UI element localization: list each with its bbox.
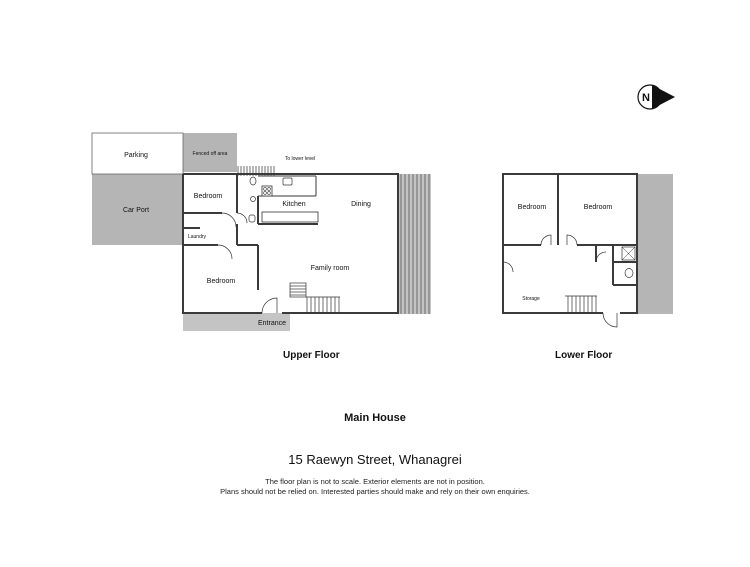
entrance-label: Entrance — [258, 320, 286, 327]
parking-area — [91, 132, 184, 175]
fenced-area-label: Fenced off area — [193, 151, 228, 157]
fenced-off-area — [183, 133, 237, 172]
lower-floor-title: Lower Floor — [555, 350, 613, 361]
bedroom-lower-2-label: Bedroom — [584, 204, 613, 211]
upper-walls — [182, 173, 399, 314]
sink-icon — [282, 177, 293, 186]
dining-label: Dining — [351, 201, 371, 208]
carport-label: Car Port — [123, 207, 149, 214]
laundry-label: Laundry — [188, 234, 207, 240]
compass-label: N — [642, 92, 650, 104]
north-arrow-icon: N — [637, 84, 675, 110]
basin-icon — [250, 196, 256, 202]
lower-floor-plan: Bedroom Bedroom Storage — [502, 173, 673, 328]
storage-label: Storage — [522, 296, 540, 302]
lower-door-swings — [502, 234, 618, 328]
cooktop-icon — [261, 185, 273, 197]
upper-floor-plan: Parking Fenced off area To lower level C… — [91, 132, 431, 331]
lower-toilet-icon — [624, 268, 634, 278]
toilet-2-icon — [248, 214, 256, 223]
lower-stairs — [565, 295, 597, 313]
bedroom-upper-1-label: Bedroom — [194, 193, 223, 200]
lower-side-area — [637, 174, 673, 314]
main-house-title: Main House — [344, 412, 406, 424]
to-lower-level-label: To lower level — [285, 156, 315, 162]
parking-label: Parking — [124, 152, 148, 159]
door-swings — [217, 212, 278, 314]
disclaimer-line-2: Plans should not be relied on. Intereste… — [220, 487, 530, 496]
bedroom-upper-2-label: Bedroom — [207, 278, 236, 285]
family-room-label: Family room — [311, 265, 350, 272]
deck-area — [398, 174, 431, 314]
deck-boards — [400, 174, 430, 314]
disclaimer-line-1: The floor plan is not to scale. Exterior… — [265, 477, 485, 486]
lower-walls — [502, 173, 638, 314]
kitchen-bench — [261, 211, 319, 223]
entrance-path — [183, 313, 290, 331]
kitchen-label: Kitchen — [282, 201, 305, 208]
family-room-stairs — [289, 282, 340, 313]
upper-floor-title: Upper Floor — [283, 350, 340, 361]
property-address: 15 Raewyn Street, Whanagrei — [288, 452, 462, 467]
toilet-icon — [249, 176, 257, 186]
carport-area — [92, 174, 182, 245]
bedroom-lower-1-label: Bedroom — [518, 204, 547, 211]
